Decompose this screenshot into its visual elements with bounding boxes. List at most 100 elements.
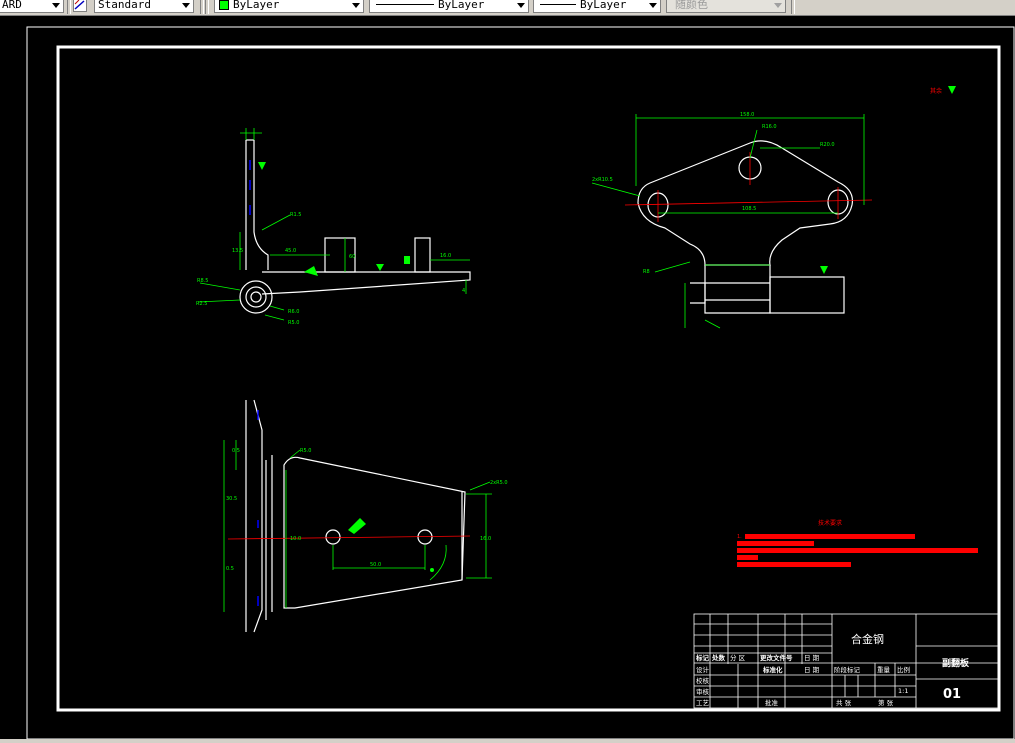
drawing-frame [56, 45, 1001, 712]
dim-2xr5: 2xR5.0 [490, 480, 508, 486]
front-view[interactable] [245, 399, 466, 633]
note-line [737, 548, 978, 553]
toolbar-separator [205, 0, 209, 14]
dim-60: 60 [349, 254, 355, 260]
title-block [693, 613, 999, 709]
roughness-icon [376, 264, 384, 271]
side-view[interactable] [239, 139, 471, 314]
lineweight-sample [540, 4, 576, 5]
plate-outline [637, 140, 854, 266]
marker [430, 568, 434, 572]
stage-scale: 比例 [897, 665, 910, 674]
scale-label: 1:1 [898, 687, 908, 695]
toolbar-separator [791, 0, 795, 14]
shaft-body [704, 265, 771, 314]
weld-symbol [304, 266, 318, 276]
shaft-end [690, 282, 706, 304]
drawing-svg[interactable]: 158.0 R16.0 R20.0 108.5 2xR10.5 R8 其余 [0, 16, 1015, 740]
side-view-dimensions [197, 128, 470, 321]
hole-left [325, 529, 341, 545]
side-view-dim-text: R8.5 R2.5 13.5 R6.0 R5.0 R1.5 45.0 60 16… [196, 212, 465, 326]
vertical-flange [245, 140, 269, 270]
top-view-centerlines [624, 152, 873, 222]
shaft-edge [705, 282, 770, 301]
roughness-icon [948, 86, 956, 94]
toolbar-separator [67, 0, 71, 14]
linetype-combo[interactable]: ByLayer [369, 0, 529, 13]
chevron-down-icon[interactable] [517, 3, 525, 8]
role-approve: 批准 [765, 698, 779, 707]
flange-inner [265, 455, 273, 620]
text-style-value: ARD [2, 0, 22, 11]
color-swatch [219, 0, 229, 10]
chevron-down-icon[interactable] [649, 3, 657, 8]
dim-158: 158.0 [740, 112, 754, 118]
dim-2xr10: 2xR10.5 [592, 177, 613, 183]
note-number: 1. [737, 534, 742, 540]
note-line [745, 534, 915, 539]
header-change: 更改文件号 [760, 653, 793, 662]
dimension-style-icon[interactable] [73, 0, 87, 12]
tech-req-title: 技术要求 [818, 519, 842, 527]
horizontal-arm [261, 271, 471, 295]
drawing-canvas[interactable]: 158.0 R16.0 R20.0 108.5 2xR10.5 R8 其余 [0, 16, 1015, 740]
dim-r2-5: R2.5 [196, 301, 207, 307]
dimension-style-value: Standard [98, 0, 151, 11]
bushing-inner [250, 291, 262, 303]
stage-mark: 阶段标记 [834, 665, 861, 674]
dim-r5: R5.0 [300, 448, 311, 454]
plate-outline [283, 456, 466, 609]
front-view-dim-text: R5.0 0.5 2xR5.0 30.5 50.0 0.5 16.0 10.0 [226, 448, 508, 572]
sheet-total: 共 张 [836, 698, 852, 707]
chevron-down-icon[interactable] [52, 3, 60, 8]
chevron-down-icon[interactable] [352, 3, 360, 8]
note-line [737, 541, 814, 546]
dim-108: 108.5 [742, 206, 756, 212]
dim-r16: R16.0 [762, 124, 777, 130]
layer-color-combo[interactable]: ByLayer [214, 0, 364, 13]
dim-10: 10.0 [290, 536, 301, 542]
front-view-dimensions [223, 440, 492, 612]
lineweight-combo[interactable]: ByLayer [533, 0, 661, 13]
dim-13-5: 13.5 [232, 248, 243, 254]
top-view-dim-text: 158.0 R16.0 R20.0 108.5 2xR10.5 R8 [592, 112, 835, 275]
role-date: 日 期 [804, 666, 820, 674]
chevron-down-icon[interactable] [774, 3, 782, 8]
role-standard: 标准化 [762, 665, 783, 674]
dim-16: 16.0 [480, 536, 491, 542]
dim-30-5: 30.5 [226, 496, 237, 502]
dim-r5: R5.0 [288, 320, 299, 326]
bushing-mid [245, 286, 267, 308]
plot-style-combo[interactable]: 随颜色 [666, 0, 786, 13]
weld-symbol [348, 518, 366, 534]
dimension-style-combo[interactable]: Standard [94, 0, 194, 13]
header-count: 处数 [711, 653, 726, 662]
top-view-dimensions [591, 114, 865, 329]
dim-0-5b: 0.5 [226, 566, 234, 572]
role-check: 校核 [696, 676, 710, 685]
roughness-icon [820, 266, 828, 274]
header-zone: 分 区 [730, 653, 746, 662]
top-view[interactable] [637, 140, 854, 314]
role-review: 审核 [696, 687, 710, 696]
text-style-combo[interactable]: ARD [0, 0, 64, 13]
boss-right [414, 237, 431, 273]
drawing-number: 01 [943, 687, 961, 702]
header-mark: 标记 [695, 653, 710, 662]
technical-requirements: 技术要求 1. [737, 519, 978, 567]
properties-toolbar: ARD Standard ByLayer ByLayer ByLayer 随颜色 [0, 0, 1015, 16]
layer-color-value: ByLayer [233, 0, 280, 11]
roughness-icon [258, 162, 266, 170]
flange-edge [245, 399, 263, 633]
chevron-down-icon[interactable] [182, 3, 190, 8]
dim-r8: R8 [643, 269, 650, 275]
linetype-value: ByLayer [438, 0, 485, 11]
dim-r20: R20.0 [820, 142, 835, 148]
linetype-sample [376, 4, 434, 5]
lineweight-value: ByLayer [580, 0, 627, 11]
dim-0-5: 0.5 [232, 448, 240, 454]
note-line [737, 562, 851, 567]
role-process: 工艺 [696, 699, 710, 707]
dim-16: 16.0 [440, 253, 451, 259]
toolbar-separator [200, 0, 204, 14]
